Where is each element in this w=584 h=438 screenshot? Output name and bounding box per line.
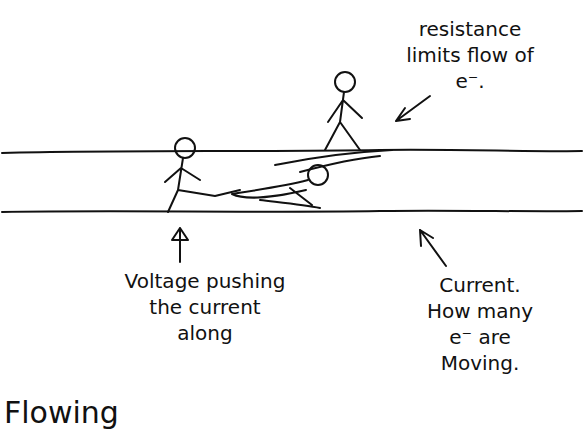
heading-fragment: Flowing — [4, 400, 204, 426]
callout-note: resistance limits flow of e⁻. — [405, 16, 535, 94]
leader-arrow — [420, 230, 446, 266]
current-figure — [232, 180, 320, 208]
figure-head — [175, 138, 195, 158]
leader-arrow — [172, 228, 188, 262]
figure-head — [335, 72, 355, 92]
callout-note: Current. How many e⁻ are Moving. — [420, 272, 540, 376]
leader-arrow — [396, 96, 430, 121]
friction-strokes — [275, 150, 392, 172]
voltage-figure — [165, 158, 240, 212]
pipe-bottom-wall — [2, 211, 582, 212]
figure-head — [308, 165, 328, 185]
callout-note: Voltage pushing the current along — [120, 268, 290, 346]
pipe-top-wall — [2, 150, 582, 153]
resistance-figure — [325, 92, 362, 150]
